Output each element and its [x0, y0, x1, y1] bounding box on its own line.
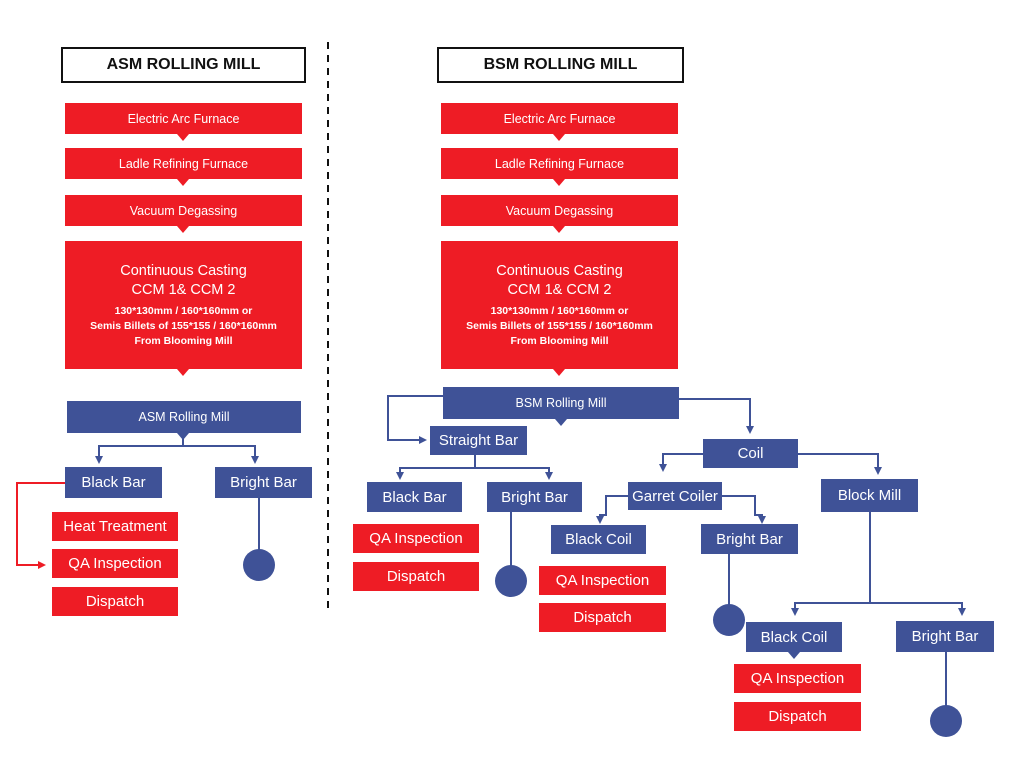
- bsm-garret-dispatch: Dispatch: [539, 603, 666, 632]
- bsm-arrow-5: [555, 419, 567, 426]
- bsm-casting-line2: CCM 1& CCM 2: [507, 281, 612, 298]
- asm-casting-line2: CCM 1& CCM 2: [131, 281, 236, 298]
- asm-black-bar: Black Bar: [65, 467, 162, 498]
- asm-electric-arc-furnace: Electric Arc Furnace: [65, 103, 302, 134]
- bsm-straight-qa-inspection: QA Inspection: [353, 524, 479, 553]
- bsm-vacuum-degassing: Vacuum Degassing: [441, 195, 678, 226]
- asm-heat-treatment: Heat Treatment: [52, 512, 178, 541]
- asm-arrow-4: [177, 369, 189, 376]
- bsm-garret-black-coil: Black Coil: [551, 525, 646, 554]
- bsm-straight-bright-bar: Bright Bar: [487, 482, 582, 512]
- bsm-straight-bar: Straight Bar: [430, 426, 527, 455]
- bsm-garret-coiler: Garret Coiler: [628, 482, 722, 510]
- asm-qa-inspection: QA Inspection: [52, 549, 178, 578]
- asm-dispatch: Dispatch: [52, 587, 178, 616]
- asm-section-title: ASM ROLLING MILL: [61, 47, 306, 83]
- bsm-coil: Coil: [703, 439, 798, 468]
- bsm-casting-line3: 130*130mm / 160*160mm or: [490, 304, 629, 317]
- bsm-block-bright-bar-end-circle: [930, 705, 962, 737]
- bsm-continuous-casting: Continuous Casting CCM 1& CCM 2 130*130m…: [441, 241, 678, 369]
- bsm-casting-line1: Continuous Casting: [496, 262, 623, 279]
- bsm-block-dispatch: Dispatch: [734, 702, 861, 731]
- asm-casting-line3: 130*130mm / 160*160mm or: [114, 304, 253, 317]
- asm-arrow-2: [177, 179, 189, 186]
- asm-arrow-5: [177, 433, 189, 440]
- bsm-straight-black-bar: Black Bar: [367, 482, 462, 512]
- asm-continuous-casting: Continuous Casting CCM 1& CCM 2 130*130m…: [65, 241, 302, 369]
- asm-casting-line4: Semis Billets of 155*155 / 160*160mm: [90, 319, 277, 332]
- bsm-garret-bright-bar: Bright Bar: [701, 524, 798, 554]
- asm-arrow-3: [177, 226, 189, 233]
- bsm-section-title: BSM ROLLING MILL: [437, 47, 684, 83]
- asm-vacuum-degassing: Vacuum Degassing: [65, 195, 302, 226]
- bsm-casting-line5: From Blooming Mill: [510, 334, 609, 347]
- bsm-arrow-1: [553, 134, 565, 141]
- bsm-electric-arc-furnace: Electric Arc Furnace: [441, 103, 678, 134]
- asm-bright-bar: Bright Bar: [215, 467, 312, 498]
- bsm-garret-qa-inspection: QA Inspection: [539, 566, 666, 595]
- asm-bright-bar-end-circle: [243, 549, 275, 581]
- bsm-casting-line4: Semis Billets of 155*155 / 160*160mm: [466, 319, 653, 332]
- bsm-block-mill: Block Mill: [821, 479, 918, 512]
- bsm-arrow-3: [553, 226, 565, 233]
- bsm-garret-bright-bar-end-circle: [713, 604, 745, 636]
- bsm-straight-bright-bar-end-circle: [495, 565, 527, 597]
- asm-arrow-1: [177, 134, 189, 141]
- bsm-block-bright-bar: Bright Bar: [896, 621, 994, 652]
- asm-casting-line5: From Blooming Mill: [134, 334, 233, 347]
- bsm-arrow-6: [788, 652, 800, 659]
- bsm-block-black-coil: Black Coil: [746, 622, 842, 652]
- asm-casting-line1: Continuous Casting: [120, 262, 247, 279]
- bsm-arrow-2: [553, 179, 565, 186]
- bsm-ladle-refining-furnace: Ladle Refining Furnace: [441, 148, 678, 179]
- asm-ladle-refining-furnace: Ladle Refining Furnace: [65, 148, 302, 179]
- bsm-arrow-4: [553, 369, 565, 376]
- bsm-straight-dispatch: Dispatch: [353, 562, 479, 591]
- bsm-rolling-mill: BSM Rolling Mill: [443, 387, 679, 419]
- bsm-block-qa-inspection: QA Inspection: [734, 664, 861, 693]
- asm-rolling-mill: ASM Rolling Mill: [67, 401, 301, 433]
